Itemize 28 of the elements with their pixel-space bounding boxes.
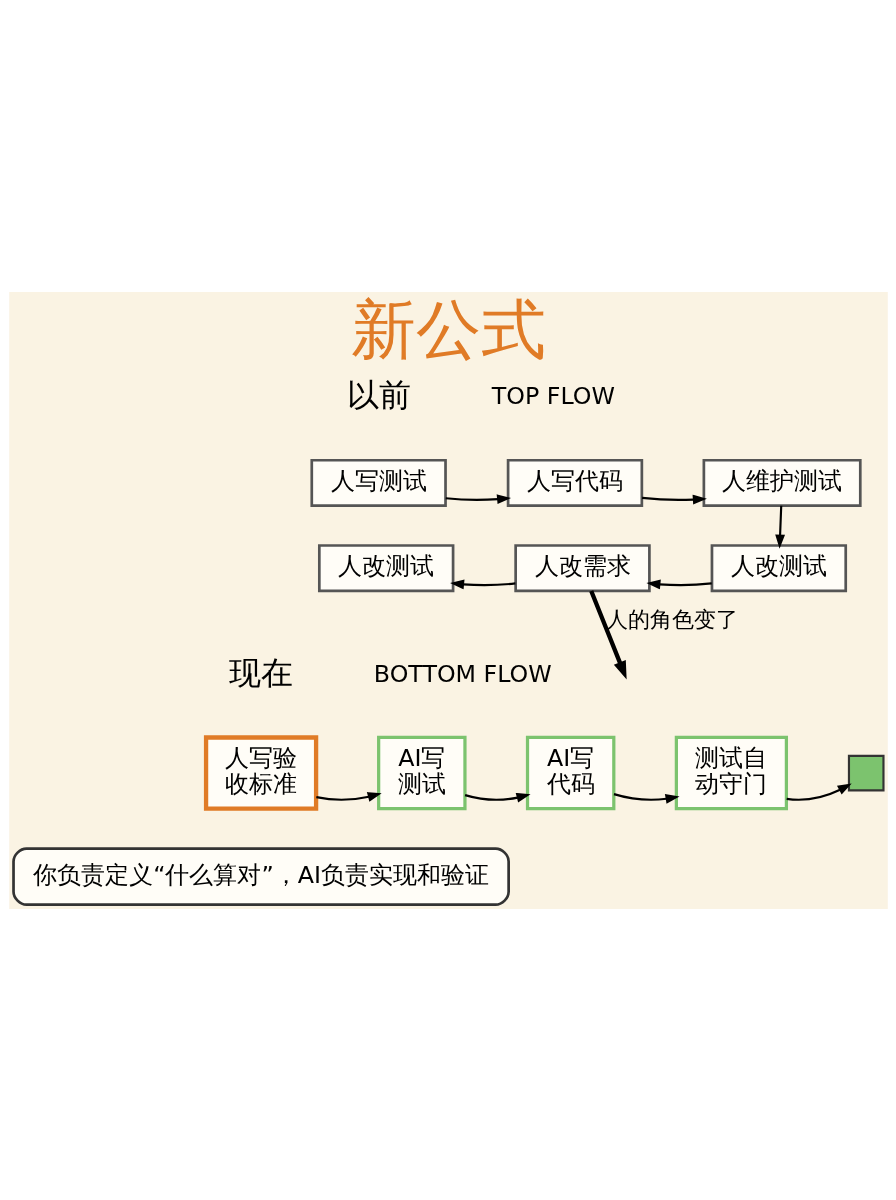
edge-label: 人的角色变了 <box>605 606 738 632</box>
node-box: 你负责定义“什么算对”，AI负责实现和验证 <box>11 846 510 906</box>
label: BOTTOM FLOW <box>373 659 552 688</box>
label: 现在 <box>228 653 293 692</box>
arrow <box>315 791 382 802</box>
arrow <box>449 579 515 589</box>
label: 以前 <box>346 375 411 414</box>
arrow <box>786 783 852 801</box>
node-box: AI写代码 <box>525 735 615 810</box>
node-box: 人写验收标准 <box>203 734 318 811</box>
node-box: 人改测试 <box>317 543 454 592</box>
node-box: 测试自动守门 <box>674 735 788 810</box>
arrow <box>464 792 531 803</box>
arrow <box>774 505 785 549</box>
arrow <box>641 494 707 504</box>
node-box: 人改测试 <box>710 543 847 592</box>
node-box <box>847 754 885 791</box>
arrow <box>613 792 680 804</box>
arrow <box>445 493 511 504</box>
arrow <box>588 589 627 679</box>
arrow <box>645 579 712 589</box>
label: TOP FLOW <box>491 381 615 410</box>
node-box: 人写代码 <box>506 458 643 507</box>
diagram-title: 新公式 <box>350 291 546 367</box>
node-box: 人改需求 <box>513 543 651 592</box>
node-box: 人维护测试 <box>702 458 862 507</box>
node-box: 人写测试 <box>309 458 447 507</box>
node-box: AI写测试 <box>376 735 467 810</box>
